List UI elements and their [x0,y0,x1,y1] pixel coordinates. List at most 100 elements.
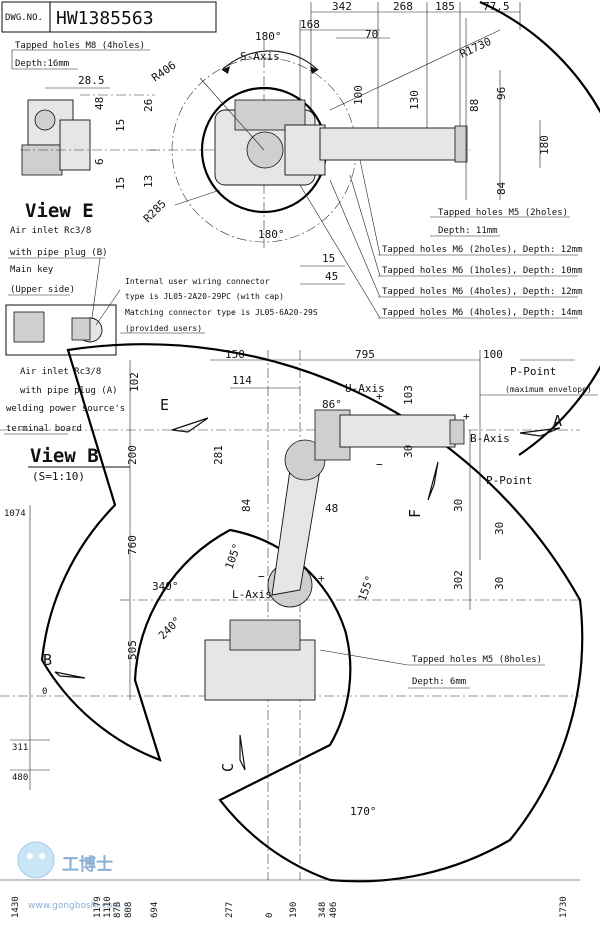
view-b-title: View B [30,445,99,467]
dim-1730: 1730 [559,896,569,918]
dim-150: 150 [225,348,245,361]
radius-r1730: R1730 [458,35,494,61]
dim-15-top: 15 [322,252,335,265]
dim-760: 760 [126,535,139,555]
title-block [1,1,217,33]
p-point-top: P-Point [510,365,556,378]
dim-6: 6 [93,158,106,165]
dim-100: 100 [352,85,365,105]
main-key: Main key [10,265,54,275]
pipe-plug-b: with pipe plug (B) [10,248,108,258]
connector-line4: (provided users) [125,324,202,333]
dim-281: 281 [212,445,225,465]
tapped-m6-1: Tapped holes M6 (1holes), Depth: 10mm [382,266,582,276]
dim-100-side: 100 [483,348,503,361]
angle-105: 105° [223,542,244,571]
angle-170: 170° [350,805,377,818]
tapped-m6-4b: Tapped holes M6 (4holes), Depth: 14mm [382,308,582,318]
dim-13: 13 [142,175,155,188]
side-view: View B (S=1:10) E A B C F U-Axis B-Axis … [0,343,598,883]
left-dimensions: 1074 0 311 480 [4,505,50,790]
label-c: C [219,763,237,772]
angle-240: 240° [156,614,184,642]
watermark: 工博士 www.gongboshi.com [17,841,121,911]
depth-6: Depth: 6mm [412,677,466,687]
dim-168: 168 [300,18,320,31]
s-angle-bottom: 180° [258,228,285,241]
dim-48-e: 48 [93,97,106,110]
forearm-top [319,127,461,161]
upper-side: (Upper side) [10,285,75,295]
mascot-logo [17,841,55,879]
u-axis-label: U-Axis [345,382,385,395]
dim-30-c: 30 [493,522,506,535]
dim-103: 103 [402,385,415,405]
watermark-site: www.gongboshi.com [28,901,121,911]
welding-line2: terminal board [6,424,82,434]
label-b: B [43,651,52,669]
radius-r285: R285 [141,197,169,225]
label-e: E [160,396,169,414]
dim-88: 88 [468,99,481,112]
depth-16: Depth:16mm [15,59,69,69]
dim-190: 190 [289,902,299,918]
radius-r406: R406 [149,59,178,85]
tapped-m8: Tapped holes M8 (4holes) [15,41,145,51]
view-e-title: View E [25,200,94,222]
bottom-dimensions: 1430 1179 1110 878 808 694 277 0 190 348… [0,879,580,918]
angle-155: 155° [356,574,377,603]
dim-84-side: 84 [240,498,253,512]
tapped-m6-2: Tapped holes M6 (2holes), Depth: 12mm [382,245,582,255]
dim-406: 406 [329,902,339,918]
b-axis-label: B-Axis [470,432,510,445]
dim-30-b: 30 [452,499,465,512]
dim-505: 505 [126,640,139,660]
welding-line1: welding power source's [6,404,125,414]
dim-15-e2: 15 [114,177,127,190]
watermark-brand: 工博士 [62,854,113,875]
dwg-number: HW1385563 [56,8,154,29]
dim-302: 302 [452,570,465,590]
dim-130: 130 [408,90,421,110]
dim-878: 878 [113,902,123,918]
l-plus: + [318,572,325,585]
tapped-m5-8: Tapped holes M5 (8holes) [412,655,542,665]
depth-11: Depth: 11mm [438,226,498,236]
dim-185: 185 [435,0,455,13]
s-angle-top: 180° [255,30,282,43]
angle-340: 340° [152,580,179,593]
pipe-plug-a: with pipe plug (A) [20,386,118,396]
dim-15-e1: 15 [114,119,127,132]
dim-30-d: 30 [493,577,506,590]
max-envelope: (maximum envelope) [505,385,592,394]
dim-28-5: 28.5 [78,74,105,87]
dim-0-left: 0 [42,687,47,697]
dim-808: 808 [124,902,134,918]
b-plus: + [463,410,470,423]
angle-86: 86° [322,398,342,411]
u-minus: − [376,458,383,471]
dim-0-bottom: 0 [265,913,275,918]
connector-line1: Internal user wiring connector [125,277,270,286]
dim-342: 342 [332,0,352,13]
dim-480: 480 [12,773,28,783]
dim-348: 348 [318,902,328,918]
l-axis-label: L-Axis [232,588,272,601]
dim-30-a: 30 [402,445,415,458]
air-inlet-a: Air inlet Rc3/8 [20,367,101,377]
dim-1179: 1179 [93,896,103,918]
dim-77-5: 77.5 [483,0,510,13]
tapped-m5-2: Tapped holes M5 (2holes) [438,208,568,218]
dim-1110: 1110 [103,896,113,918]
dim-1074: 1074 [4,509,26,519]
dim-96: 96 [495,87,508,100]
air-inlet-b: Air inlet Rc3/8 [10,226,91,236]
view-e: Tapped holes M8 (4holes) Depth:16mm 28.5… [11,41,160,222]
dim-200: 200 [126,445,139,465]
upper-arm [339,414,456,448]
dwg-label: DWG.NO. [5,13,43,23]
label-f: F [406,509,424,518]
p-point-label: P-Point [486,474,532,487]
